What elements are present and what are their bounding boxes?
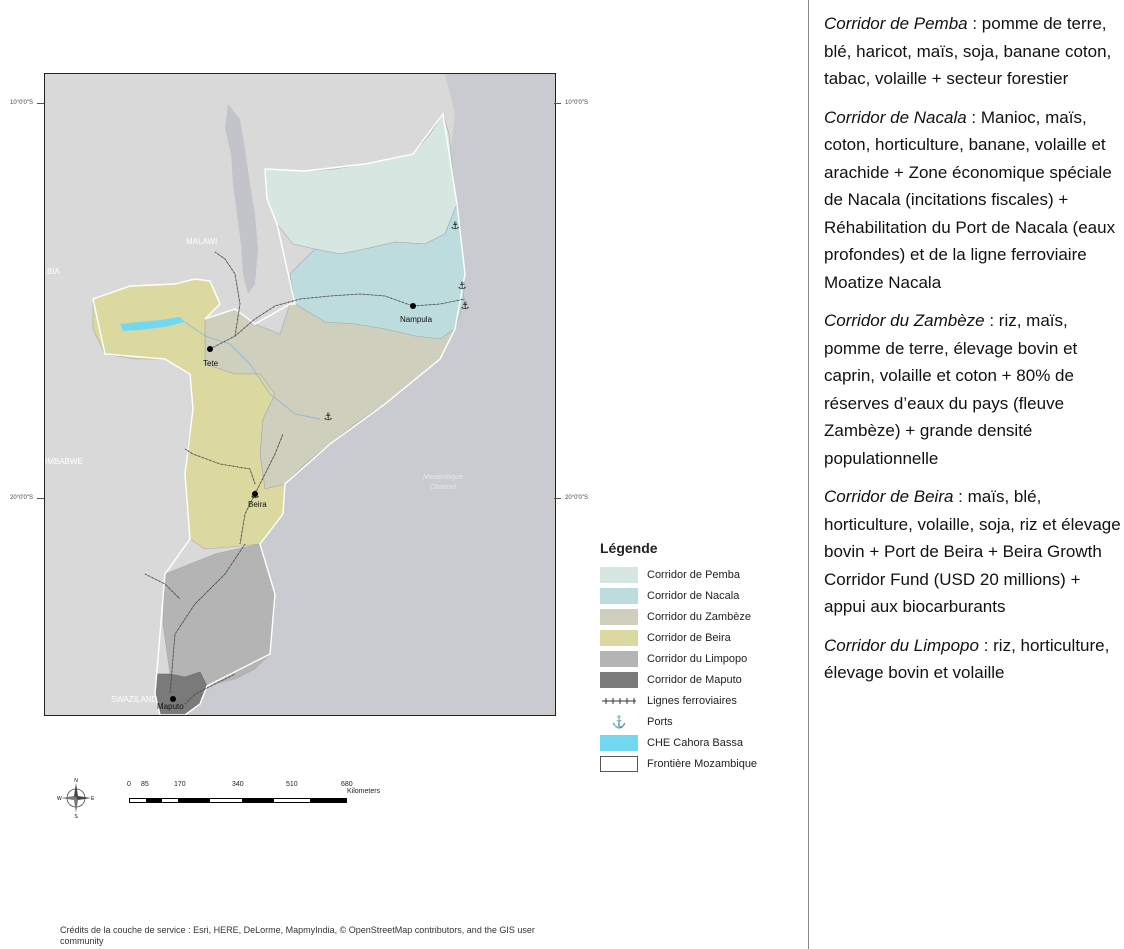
tick-left-20: [37, 498, 44, 499]
corridor-name: Corridor de Pemba: [824, 14, 968, 33]
legend-label: Ports: [647, 715, 673, 728]
zambezi-river: [184, 321, 321, 420]
mozambique-map: ⚓ ⚓ ⚓ ⚓ ⚓ ⚓ MALAWI BIA IMBABWE SWAZILAND…: [45, 74, 470, 715]
label-tete: Tete: [203, 359, 219, 368]
legend-label: Corridor du Limpopo: [647, 652, 748, 665]
legend-swatch: [600, 566, 638, 583]
scale-tick: 340: [232, 781, 244, 788]
lat-label-right-10: 10°0'0"S: [565, 100, 589, 106]
map-credits: Crédits de la couche de service : Esri, …: [60, 925, 535, 946]
legend-item: Frontière Mozambique: [600, 753, 800, 774]
label-maputo: Maputo: [157, 702, 184, 711]
scale-tick: 85: [141, 781, 149, 788]
legend-swatch: [600, 608, 638, 625]
legend-label: Corridor de Pemba: [647, 568, 740, 581]
anchor-icon: ⚓: [611, 714, 627, 729]
anchor-icon: ⚓: [458, 281, 467, 292]
tick-right-10: [554, 103, 561, 104]
legend-item: Lignes ferroviaires: [600, 690, 800, 711]
corridor-description: : pomme de terre, blé, haricot, maïs, so…: [824, 14, 1112, 88]
legend-label: Corridor de Nacala: [647, 589, 740, 602]
legend-swatch: [600, 650, 638, 667]
mozambique-frontier: [92, 112, 466, 715]
legend-item: Corridor de Nacala: [600, 585, 800, 606]
corridor-paragraph: Corridor du Zambèze : riz, maïs, pomme d…: [824, 307, 1124, 472]
label-channel-2: Channel: [430, 484, 457, 491]
label-zimbabwe: IMBABWE: [45, 457, 83, 466]
legend-swatch: [600, 734, 638, 751]
legend-swatch: [600, 587, 638, 604]
legend-title: Légende: [600, 540, 658, 556]
scale-tick: 170: [174, 781, 186, 788]
label-malawi: MALAWI: [186, 237, 217, 246]
map-frame: ⚓ ⚓ ⚓ ⚓ ⚓ ⚓ MALAWI BIA IMBABWE SWAZILAND…: [44, 73, 556, 716]
compass-icon: N S W E: [57, 778, 95, 818]
svg-text:N: N: [74, 778, 78, 784]
legend-item: Corridor du Limpopo: [600, 648, 800, 669]
anchor-icon: ⚓: [451, 221, 460, 232]
scale-unit: Kilometers: [347, 788, 381, 795]
railway-solid: [144, 251, 466, 705]
legend-item: Corridor de Maputo: [600, 669, 800, 690]
legend-label: Corridor de Maputo: [647, 673, 742, 686]
corridor-name: Corridor de Nacala: [824, 107, 967, 127]
city-dot-tete: [207, 346, 213, 352]
port-icons: ⚓ ⚓ ⚓ ⚓ ⚓ ⚓: [251, 221, 470, 501]
lat-label-right-20: 20°0'0"S: [565, 495, 589, 501]
city-dot-beira: [252, 491, 258, 497]
corridor-paragraph: Corridor du Limpopo : riz, horticulture,…: [824, 632, 1124, 687]
lake-malawi: [225, 104, 258, 294]
label-channel-1: Mozambique: [423, 474, 463, 481]
legend-swatch: [600, 629, 638, 646]
anchor-icon: ⚓: [461, 301, 470, 312]
city-dot-maputo: [170, 696, 176, 702]
corridor-description: : riz, maïs, pomme de terre, élevage bov…: [824, 311, 1078, 468]
corridor-name: Corridor du Zambèze: [824, 311, 985, 330]
corridor-descriptions: Corridor de Pemba : pomme de terre, blé,…: [824, 10, 1124, 698]
label-zambia: BIA: [47, 267, 61, 276]
railway-icon: [600, 693, 638, 709]
lat-label-left-10: 10°0'0"S: [10, 100, 34, 106]
corridor-description: : Manioc, maïs, coton, horticulture, ban…: [824, 107, 1116, 292]
legend-label: Frontière Mozambique: [647, 757, 758, 770]
legend-item: ⚓ Ports: [600, 711, 800, 732]
legend-item: Corridor de Beira: [600, 627, 800, 648]
label-beira: Beira: [248, 500, 267, 509]
anchor-icon: ⚓: [324, 412, 333, 423]
lat-label-left-20: 20°0'0"S: [10, 495, 34, 501]
legend-label: Corridor de Beira: [647, 631, 731, 644]
corridor-paragraph: Corridor de Beira : maïs, blé, horticult…: [824, 483, 1124, 621]
svg-text:E: E: [91, 796, 95, 802]
corridor-name: Corridor du Limpopo: [824, 635, 979, 655]
scale-tick: 510: [286, 781, 298, 788]
corridor-name: Corridor de Beira: [824, 487, 954, 506]
corridor-description: : maïs, blé, horticulture, volaille, soj…: [824, 487, 1121, 616]
legend-item: Corridor du Zambèze: [600, 606, 800, 627]
legend-label: CHE Cahora Bassa: [647, 736, 743, 749]
legend-swatch: [600, 755, 638, 772]
label-nampula: Nampula: [400, 315, 433, 324]
svg-text:S: S: [74, 814, 78, 818]
legend-label: Lignes ferroviaires: [647, 694, 737, 707]
svg-text:W: W: [57, 796, 62, 802]
tick-left-10: [37, 103, 44, 104]
scale-tick: 0: [127, 781, 131, 788]
lake-cahora-bassa: [120, 317, 185, 331]
label-swaziland: SWAZILAND: [111, 695, 158, 704]
anchor-icon: ⚓: [251, 490, 260, 501]
legend-item: CHE Cahora Bassa: [600, 732, 800, 753]
legend-label: Corridor du Zambèze: [647, 610, 751, 623]
scale-bar: 0 85 170 340 510 680 Kilometers: [60, 773, 460, 813]
corridor-paragraph: Corridor de Pemba : pomme de terre, blé,…: [824, 10, 1124, 93]
scale-tick: 680: [341, 781, 353, 788]
legend-swatch: [600, 671, 638, 688]
corridor-description: : riz, horticulture, élevage bovin et vo…: [824, 635, 1110, 683]
column-divider: [808, 0, 809, 949]
tick-right-20: [554, 498, 561, 499]
city-dot-nampula: [410, 303, 416, 309]
corridor-paragraph: Corridor de Nacala : Manioc, maïs, coton…: [824, 104, 1124, 297]
legend-item: Corridor de Pemba: [600, 564, 800, 585]
